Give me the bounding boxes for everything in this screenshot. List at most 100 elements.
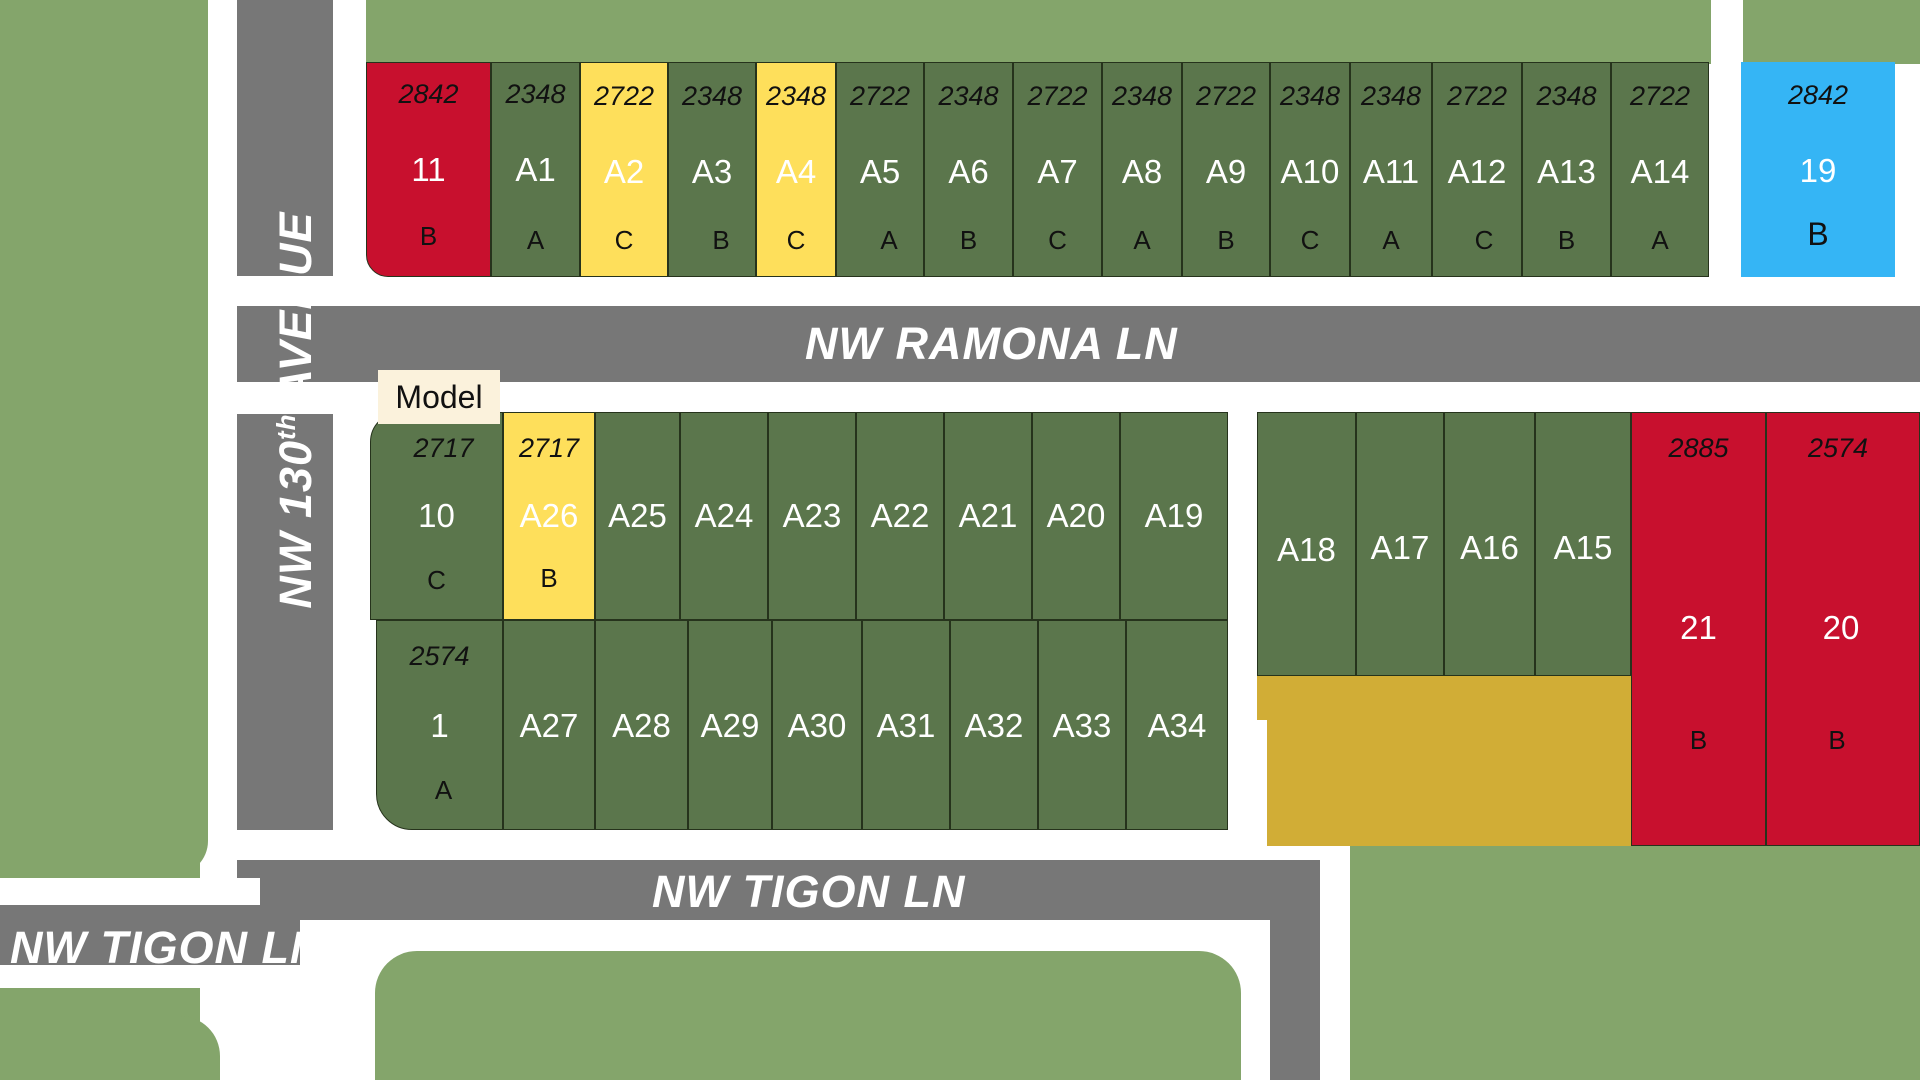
- lot-a18[interactable]: A18: [1257, 412, 1356, 676]
- lot-sqft: 2348: [681, 81, 743, 111]
- avenue-name-suffix: AVENUE: [270, 211, 321, 414]
- lot-sqft: 2348: [1279, 81, 1341, 111]
- lot-elevation: B: [419, 221, 438, 251]
- lot-number: A1: [515, 151, 556, 188]
- lot-a8[interactable]: 2348 A8 A: [1102, 62, 1182, 277]
- street-label-ramona: NW RAMONA LN: [805, 318, 1178, 369]
- lot-sqft: 2348: [1360, 81, 1422, 111]
- lot-a2[interactable]: 2722 A2 C: [580, 62, 668, 277]
- lot-a4[interactable]: 2348 A4 C: [756, 62, 836, 277]
- lot-sqft: 2722: [849, 81, 911, 111]
- lot-elevation: A: [434, 775, 453, 805]
- green-west-upper: [0, 0, 208, 875]
- lot-elevation: B: [959, 225, 978, 255]
- lot-number: A20: [1046, 497, 1106, 534]
- lot-a15[interactable]: A15: [1535, 412, 1631, 676]
- lot-elevation: A: [526, 225, 545, 255]
- lot-elevation: A: [1382, 225, 1400, 255]
- street-label-tigon-west: NW TIGON LN: [10, 922, 324, 973]
- lot-number: A16: [1460, 529, 1519, 566]
- lot-number: A17: [1370, 529, 1430, 566]
- lot-elevation: C: [786, 225, 806, 255]
- lot-number: A14: [1630, 153, 1690, 190]
- lot-number: 20: [1822, 609, 1860, 646]
- lot-elevation: C: [614, 225, 634, 255]
- lot-number: A27: [519, 707, 579, 744]
- lot-sqft: 2722: [1446, 81, 1508, 111]
- lot-a19[interactable]: A19: [1120, 412, 1228, 620]
- lot-a20[interactable]: A20: [1032, 412, 1120, 620]
- lot-a6[interactable]: 2348 A6 B: [924, 62, 1013, 277]
- lot-sqft: 2348: [505, 79, 566, 109]
- ramona-road: [237, 306, 1920, 382]
- lot-11[interactable]: 2842 11 B: [366, 62, 491, 277]
- lot-a10[interactable]: 2348 A10 C: [1270, 62, 1350, 277]
- lot-number: A18: [1277, 531, 1336, 568]
- lot-a11[interactable]: 2348 A11 A: [1350, 62, 1432, 277]
- lot-number: A4: [775, 153, 817, 190]
- lot-elevation: A: [1133, 225, 1151, 255]
- lot-number: 21: [1680, 609, 1717, 646]
- lot-a1[interactable]: 2348 A1 A: [491, 62, 580, 277]
- lot-a12[interactable]: 2722 A12 C: [1432, 62, 1522, 277]
- lot-a3[interactable]: 2348 A3 B: [668, 62, 756, 277]
- lot-number: A28: [612, 707, 671, 744]
- lot-a31[interactable]: A31: [862, 620, 950, 830]
- lot-number: A5: [859, 153, 901, 190]
- lot-sqft: 2842: [398, 79, 459, 109]
- amenity-notch: [1257, 720, 1267, 846]
- lot-a26[interactable]: 2717 A26 B: [503, 412, 595, 620]
- street-label-avenue: NW 130th AVENUE: [270, 211, 322, 608]
- lot-21[interactable]: 2885 21 B: [1631, 412, 1766, 846]
- lot-a22[interactable]: A22: [856, 412, 944, 620]
- lot-elevation: B: [1217, 225, 1235, 255]
- lot-a17[interactable]: A17: [1356, 412, 1444, 676]
- lot-sqft: 2348: [765, 81, 827, 111]
- lot-a33[interactable]: A33: [1038, 620, 1126, 830]
- lot-number: A31: [876, 707, 936, 744]
- lot-number: A32: [964, 707, 1024, 744]
- lot-a27[interactable]: A27: [503, 620, 595, 830]
- lot-a28[interactable]: A28: [595, 620, 688, 830]
- lot-number: A25: [608, 497, 667, 534]
- lot-19[interactable]: 2842 19 B: [1741, 62, 1895, 277]
- lot-elevation: B: [1807, 216, 1829, 252]
- lot-10[interactable]: 2717 10 C: [370, 412, 503, 620]
- lot-number: A23: [782, 497, 842, 534]
- lot-a32[interactable]: A32: [950, 620, 1038, 830]
- lot-a5[interactable]: 2722 A5 A: [836, 62, 924, 277]
- lot-number: 10: [418, 497, 455, 534]
- lot-sqft: 2348: [1111, 81, 1173, 111]
- lot-a7[interactable]: 2722 A7 C: [1013, 62, 1102, 277]
- lot-sqft: 2885: [1668, 433, 1729, 463]
- lot-elevation: B: [540, 563, 558, 593]
- lot-20[interactable]: 2574 20 B: [1766, 412, 1920, 846]
- lot-a30[interactable]: A30: [772, 620, 862, 830]
- lot-number: A29: [700, 707, 760, 744]
- lot-number: A8: [1121, 153, 1163, 190]
- lot-a23[interactable]: A23: [768, 412, 856, 620]
- green-south: [375, 951, 1241, 1080]
- green-west-lower: [0, 1016, 220, 1080]
- lot-sqft: 2717: [518, 433, 580, 463]
- lot-a21[interactable]: A21: [944, 412, 1032, 620]
- lot-1[interactable]: 2574 1 A: [376, 620, 503, 830]
- lot-elevation: C: [1048, 225, 1067, 255]
- northeast-sidewalk: [1711, 0, 1743, 306]
- lot-a25[interactable]: A25: [595, 412, 680, 620]
- lot-elevation: B: [1689, 725, 1708, 755]
- lot-a29[interactable]: A29: [688, 620, 772, 830]
- lot-a16[interactable]: A16: [1444, 412, 1535, 676]
- avenue-name-prefix: NW 130: [270, 440, 321, 609]
- lot-number: A12: [1447, 153, 1507, 190]
- lot-a9[interactable]: 2722 A9 B: [1182, 62, 1270, 277]
- lot-sqft: 2842: [1787, 80, 1849, 110]
- lot-elevation: C: [1300, 225, 1320, 255]
- lot-elevation: C: [427, 565, 446, 595]
- lot-a14[interactable]: 2722 A14 A: [1611, 62, 1709, 277]
- lot-a34[interactable]: A34: [1126, 620, 1228, 830]
- lot-a13[interactable]: 2348 A13 B: [1522, 62, 1611, 277]
- lot-a24[interactable]: A24: [680, 412, 768, 620]
- lot-number: A10: [1280, 153, 1340, 190]
- lot-number: A19: [1144, 497, 1204, 534]
